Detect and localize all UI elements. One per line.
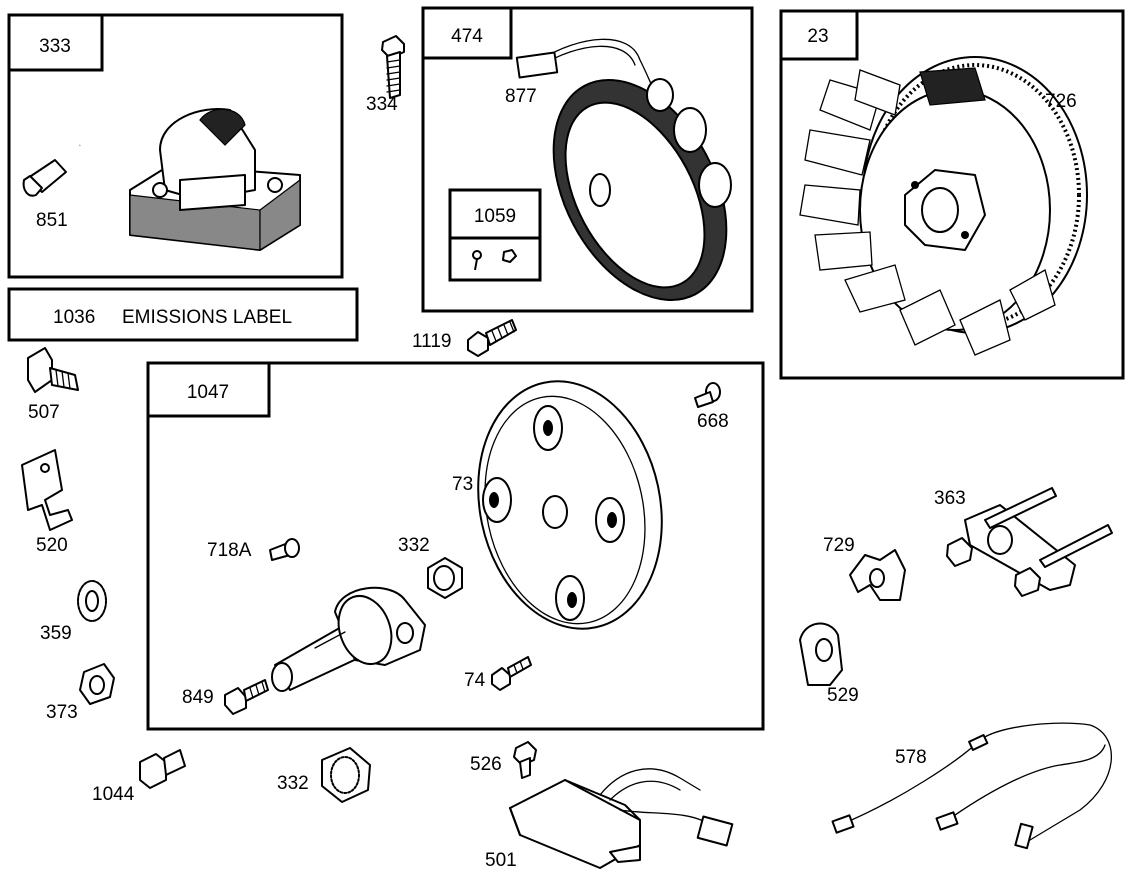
- part-label-668[interactable]: 668: [697, 411, 729, 432]
- screw-526-drawing: [513, 741, 537, 779]
- group-23-tag: 23: [807, 26, 828, 47]
- bolt-1044-drawing: [139, 749, 186, 789]
- bolt-334-drawing: [381, 35, 405, 99]
- emissions-label-number[interactable]: 1036: [53, 307, 95, 328]
- bracket-520-drawing: [21, 449, 73, 531]
- group-1047-tag-box: [146, 361, 271, 418]
- group-333-tag-box: [7, 13, 104, 72]
- group-1047-tag: 1047: [187, 382, 229, 403]
- part-label-851[interactable]: 851: [36, 210, 68, 231]
- part-label-501[interactable]: 501: [485, 850, 517, 871]
- part-label-526[interactable]: 526: [470, 754, 502, 775]
- pin-718A-drawing: [269, 538, 300, 561]
- part-label-1119[interactable]: 1119: [412, 331, 451, 352]
- part-label-373[interactable]: 373: [46, 702, 78, 723]
- bolt-1119-drawing: [467, 319, 517, 357]
- regulator-501-drawing: [509, 768, 734, 869]
- emissions-label-text: EMISSIONS LABEL: [122, 307, 292, 328]
- bolt-74-drawing: [491, 656, 532, 691]
- part-label-520[interactable]: 520: [36, 535, 68, 556]
- part-label-332-nut[interactable]: 332: [277, 773, 309, 794]
- part-label-332-in-box[interactable]: 332: [398, 535, 430, 556]
- part-label-334[interactable]: 334: [366, 94, 398, 115]
- part-label-718A[interactable]: 718A: [207, 540, 252, 561]
- group-333: 333 851: [7, 13, 344, 279]
- part-label-529[interactable]: 529: [827, 685, 859, 706]
- clamp-729-drawing: [849, 549, 906, 601]
- ignition-armature-drawing: [75, 31, 301, 252]
- nut-373-drawing: [79, 663, 115, 705]
- screw-and-nut-drawing: [472, 249, 517, 271]
- alternator-stator-drawing: [515, 38, 732, 301]
- spark-plug-boot-drawing: [22, 159, 67, 197]
- bracket-363-drawing: [946, 487, 1113, 597]
- group-333-tag: 333: [39, 36, 71, 57]
- part-label-729[interactable]: 729: [823, 535, 855, 556]
- group-474: 474 877: [421, 6, 754, 313]
- group-23: 23 726: [779, 9, 1125, 380]
- flywheel-drawing: [799, 56, 1088, 356]
- group-1047: 1047 73 668 718A 332: [146, 361, 765, 731]
- nut-332a-drawing: [427, 557, 463, 599]
- wire-harness-578-drawing: [831, 722, 1112, 850]
- part-label-726[interactable]: 726: [1045, 91, 1077, 112]
- washer-359-drawing: [77, 580, 107, 622]
- group-23-tag-box: [779, 9, 859, 61]
- group-474-tag: 474: [451, 26, 483, 47]
- part-label-1044[interactable]: 1044: [92, 784, 135, 805]
- emissions-label-box: 1036 EMISSIONS LABEL: [7, 287, 359, 342]
- starter-shaft-drawing: [271, 586, 426, 692]
- part-label-507[interactable]: 507: [28, 402, 60, 423]
- part-label-359[interactable]: 359: [40, 623, 72, 644]
- part-label-73[interactable]: 73: [452, 474, 473, 495]
- grommet-529-drawing: [799, 622, 843, 686]
- part-label-578[interactable]: 578: [895, 747, 927, 768]
- part-label-74[interactable]: 74: [464, 670, 486, 691]
- nut-332b-drawing: [321, 747, 371, 803]
- bolt-849-drawing: [224, 679, 269, 715]
- terminal-507-drawing: [27, 347, 79, 393]
- screw-668-drawing: [694, 382, 721, 408]
- part-label-363[interactable]: 363: [934, 488, 966, 509]
- cover-73-drawing: [477, 380, 663, 630]
- group-1059-tag: 1059: [474, 206, 516, 227]
- part-label-877[interactable]: 877: [505, 86, 537, 107]
- group-1059: 1059: [448, 188, 542, 282]
- part-label-849[interactable]: 849: [182, 687, 214, 708]
- group-474-tag-box: [421, 6, 513, 60]
